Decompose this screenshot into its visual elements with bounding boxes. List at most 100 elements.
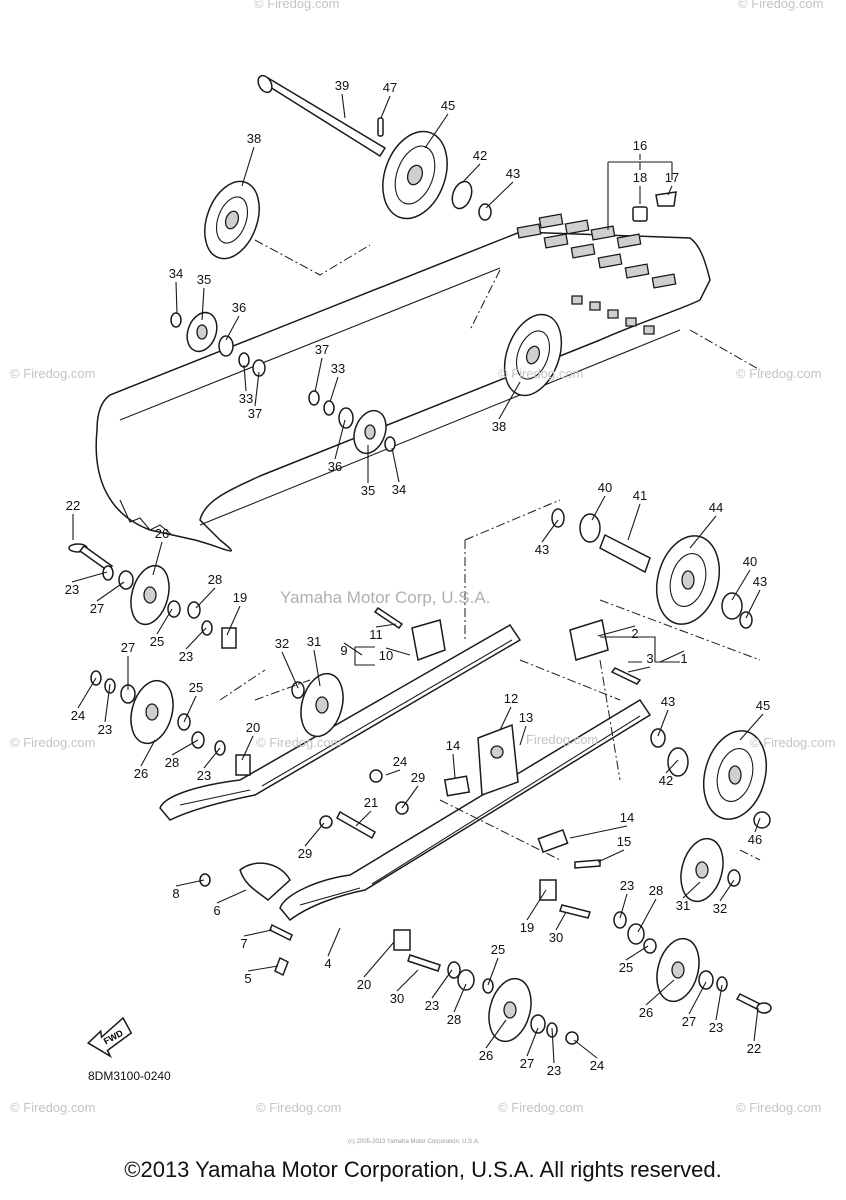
callout-28: 28 (165, 755, 179, 770)
leader-line (386, 648, 410, 655)
callout-28: 28 (447, 1012, 461, 1027)
leader-line (328, 928, 340, 956)
firedog-watermark: © Firedog.com (256, 735, 341, 750)
firedog-watermark: © Firedog.com (10, 1100, 95, 1115)
callout-38: 38 (247, 131, 261, 146)
callout-12: 12 (504, 691, 518, 706)
leader-line (556, 912, 566, 930)
leader-line (574, 1040, 597, 1058)
callout-25: 25 (619, 960, 633, 975)
callout-16: 16 (633, 138, 647, 153)
firedog-watermark: © Firedog.com (498, 366, 583, 381)
callout-34: 34 (392, 482, 406, 497)
firedog-watermark: © Firedog.com (10, 735, 95, 750)
wheel-set-bottom (448, 962, 578, 1046)
callout-26: 26 (479, 1048, 493, 1063)
leader-line (157, 609, 172, 634)
callout-43: 43 (506, 166, 520, 181)
slider-6 (240, 863, 290, 900)
leader-line (217, 890, 246, 903)
leader-line (176, 880, 204, 886)
callout-23: 23 (197, 768, 211, 783)
block-14-upper (445, 776, 469, 796)
leader-line (356, 811, 371, 826)
callout-40: 40 (743, 554, 757, 569)
leader-line (666, 760, 678, 773)
callout-14: 14 (446, 738, 460, 753)
diagram-code: 8DM3100-0240 (88, 1069, 171, 1083)
leader-line (141, 740, 155, 766)
nut-24 (370, 770, 382, 782)
clip-2 (570, 620, 608, 660)
group-bracket-1 (600, 637, 680, 662)
callout-22: 22 (66, 498, 80, 513)
callout-15: 15 (617, 834, 631, 849)
callout-18: 18 (633, 170, 647, 185)
leader-line (754, 1008, 758, 1041)
leader-line (454, 984, 466, 1012)
callout-5: 5 (244, 971, 251, 986)
leader-line (335, 420, 345, 459)
leader-line (364, 942, 394, 977)
leader-line (255, 372, 259, 406)
leader-line (392, 448, 399, 482)
firedog-watermark: © Firedog.com (738, 0, 823, 11)
callout-27: 27 (121, 640, 135, 655)
callout-23: 23 (620, 878, 634, 893)
leader-line (620, 894, 627, 918)
leader-line (690, 516, 716, 548)
slide-rail-left (160, 625, 520, 820)
leader-line (499, 382, 520, 419)
screw-7 (270, 925, 292, 940)
callout-32: 32 (275, 636, 289, 651)
callout-23: 23 (179, 649, 193, 664)
callout-13: 13 (519, 710, 533, 725)
fwd-arrow: FWD (85, 1017, 134, 1059)
callout-3: 3 (646, 651, 653, 666)
callout-36: 36 (232, 300, 246, 315)
leader-line (172, 740, 198, 755)
callout-36: 36 (328, 459, 342, 474)
leader-line (105, 684, 110, 722)
callout-19: 19 (520, 920, 534, 935)
callout-24: 24 (393, 754, 407, 769)
leader-line (242, 147, 254, 186)
callout-23: 23 (709, 1020, 723, 1035)
leader-line (592, 496, 605, 520)
track-clip-18 (633, 207, 647, 221)
callout-6: 6 (213, 903, 220, 918)
wheel-45-lower (651, 724, 776, 828)
callout-26: 26 (134, 766, 148, 781)
center-watermark: Yamaha Motor Corp, U.S.A. (280, 588, 490, 607)
firedog-watermark: © Firedog.com (254, 0, 339, 11)
leader-line (500, 707, 511, 730)
screw-15 (575, 860, 600, 868)
callout-1: 1 (680, 651, 687, 666)
wheel-set-lower-right (614, 912, 771, 1013)
idler-set-center (309, 391, 395, 458)
leader-line (570, 826, 627, 838)
callout-40: 40 (598, 480, 612, 495)
callout-44: 44 (709, 500, 723, 515)
callout-9: 9 (340, 643, 347, 658)
bracket-19-lower (540, 880, 590, 918)
callout-23: 23 (425, 998, 439, 1013)
callout-33: 33 (239, 391, 253, 406)
leader-line (432, 970, 452, 998)
leader-line (520, 726, 526, 745)
callout-34: 34 (169, 266, 183, 281)
callout-30: 30 (549, 930, 563, 945)
leader-line (244, 930, 272, 936)
leader-line (315, 358, 322, 392)
bracket-20-lower (394, 930, 440, 971)
callout-27: 27 (682, 1014, 696, 1029)
leader-line (598, 626, 635, 636)
callout-23: 23 (98, 722, 112, 737)
leader-line (386, 770, 400, 775)
rear-axle-set (552, 509, 752, 631)
callout-28: 28 (208, 572, 222, 587)
firedog-watermark: © Firedog.com (750, 735, 835, 750)
callout-43: 43 (535, 542, 549, 557)
